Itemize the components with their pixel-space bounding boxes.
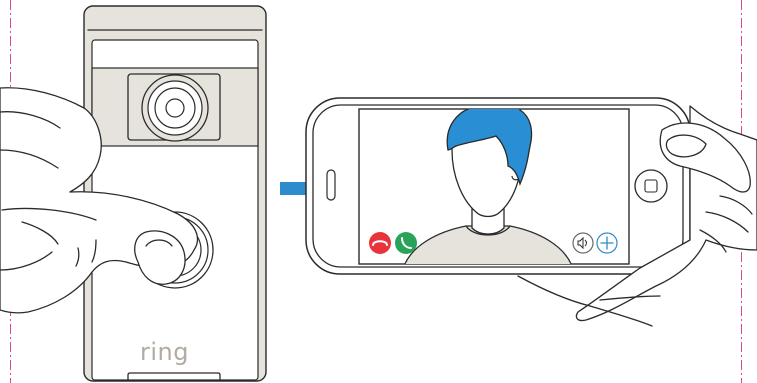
add-button[interactable]	[597, 233, 617, 253]
home-button[interactable]	[635, 170, 667, 202]
answer-call-button[interactable]	[395, 232, 417, 254]
brand-label: ring	[140, 338, 189, 366]
earpiece-speaker	[327, 170, 335, 200]
smartphone	[306, 92, 690, 274]
speaker-button[interactable]	[573, 233, 593, 253]
camera-lens-icon	[142, 75, 208, 141]
hang-up-button[interactable]	[369, 232, 391, 254]
